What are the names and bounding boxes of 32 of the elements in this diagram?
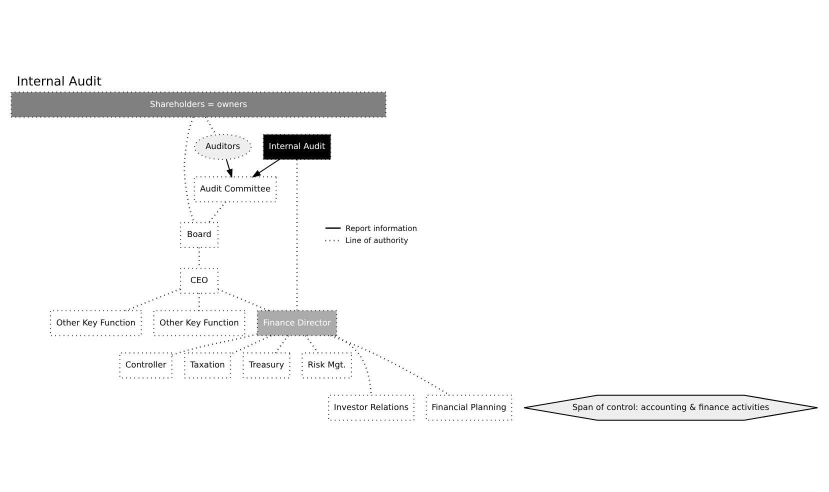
connector (296, 159, 298, 310)
node-box: Audit Committee (194, 176, 277, 202)
node-box: CEO (180, 267, 218, 294)
connector (230, 334, 272, 354)
node-box: Other Key Function (153, 310, 246, 336)
connector (218, 288, 270, 311)
node-box: Board (180, 222, 218, 248)
node-box: Other Key Function (50, 310, 142, 336)
node-box: Treasury (242, 352, 290, 378)
connector (184, 116, 195, 222)
node-box: Controller (119, 352, 172, 378)
node-box: Taxation (184, 352, 231, 378)
diagram-title: Internal Audit (16, 73, 102, 88)
connector (198, 247, 200, 268)
connector (172, 332, 258, 356)
node-box: Shareholders = owners (10, 91, 386, 118)
node-box: Risk Mgt. (302, 352, 352, 378)
connector (330, 334, 450, 396)
arrow (226, 158, 232, 178)
node-box: Finance Director (256, 310, 338, 336)
connector (125, 288, 181, 311)
connector (204, 116, 216, 134)
connector (274, 334, 289, 353)
connector (198, 292, 200, 310)
connector (334, 334, 372, 395)
node-ellipse: Auditors (194, 133, 252, 160)
connector (208, 200, 226, 222)
arrow (252, 158, 280, 178)
node-box: Investor Relations (328, 394, 414, 420)
node-box: Internal Audit (262, 133, 332, 160)
connector (305, 334, 319, 353)
node-box: Financial Planning (426, 394, 512, 420)
